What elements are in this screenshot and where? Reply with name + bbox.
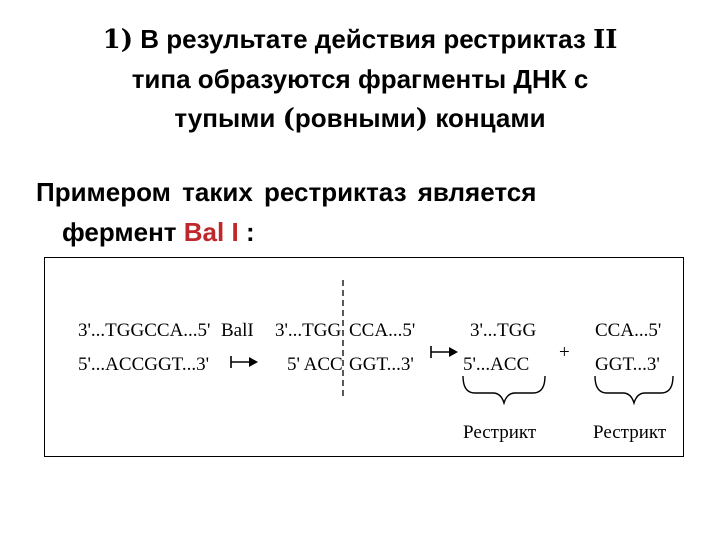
enzyme-label: BalI (221, 320, 254, 341)
fragment-1-bottom: 5'...ACC (463, 354, 529, 375)
paragraph-line-1: Примером таких рестриктаз является (36, 177, 537, 207)
title-paren-open: ( (282, 104, 295, 134)
fragment-2-top: CCA...5' (595, 320, 661, 341)
site-bottom-strand: 5'...ACCGGT...3' (78, 354, 209, 375)
paragraph-suffix: : (245, 217, 255, 247)
title-paren-close: ) (415, 104, 429, 134)
enzyme-name: Bal I (183, 217, 239, 247)
cut-left-bottom: 5' ACC (287, 354, 343, 375)
title-roman-numeral: II (593, 25, 618, 55)
arrow-right-icon (430, 346, 458, 358)
title-line-3-b: ровными (294, 103, 416, 133)
cut-right-bottom: GGT...3' (349, 354, 414, 375)
plus-sign: + (559, 342, 570, 363)
arrow-right-icon (230, 356, 258, 368)
paragraph-prefix: фермент (62, 217, 177, 247)
site-top-strand: 3'...TGGCCA...5' (78, 320, 210, 341)
title-item-number: 1) (102, 25, 134, 55)
title-line-3: тупыми (ровными) концами (20, 99, 700, 139)
fragment-1-label: Рестрикт (463, 422, 537, 443)
title-line-3-a: тупыми (174, 103, 276, 133)
body-paragraph: Примером таких рестриктаз является ферме… (36, 172, 676, 252)
title-line-2: типа образуются фрагменты ДНК с (131, 64, 589, 94)
diagram-canvas: 3'...TGGCCA...5' 5'...ACCGGT...3' BalI 3… (78, 280, 674, 443)
paragraph-line-2: фермент Bal I : (36, 212, 676, 252)
fragment-1-top: 3'...TGG (470, 320, 537, 341)
restriction-diagram: 3'...TGGCCA...5' 5'...ACCGGT...3' BalI 3… (44, 257, 684, 457)
fragment-2-bottom: GGT...3' (595, 354, 660, 375)
cut-left-top: 3'...TGG (275, 320, 342, 341)
title-line-3-c: концами (435, 103, 546, 133)
fragment-2-label: Рестрикт (593, 422, 667, 443)
cut-right-top: CCA...5' (349, 320, 415, 341)
title-line-1-text: В результате действия рестриктаз (140, 24, 586, 54)
fragment-1-brace (462, 375, 546, 406)
fragment-2-brace (594, 375, 674, 406)
title-line-1: 1) В результате действия рестриктаз II (20, 20, 700, 60)
slide-title: 1) В результате действия рестриктаз II т… (20, 20, 700, 139)
